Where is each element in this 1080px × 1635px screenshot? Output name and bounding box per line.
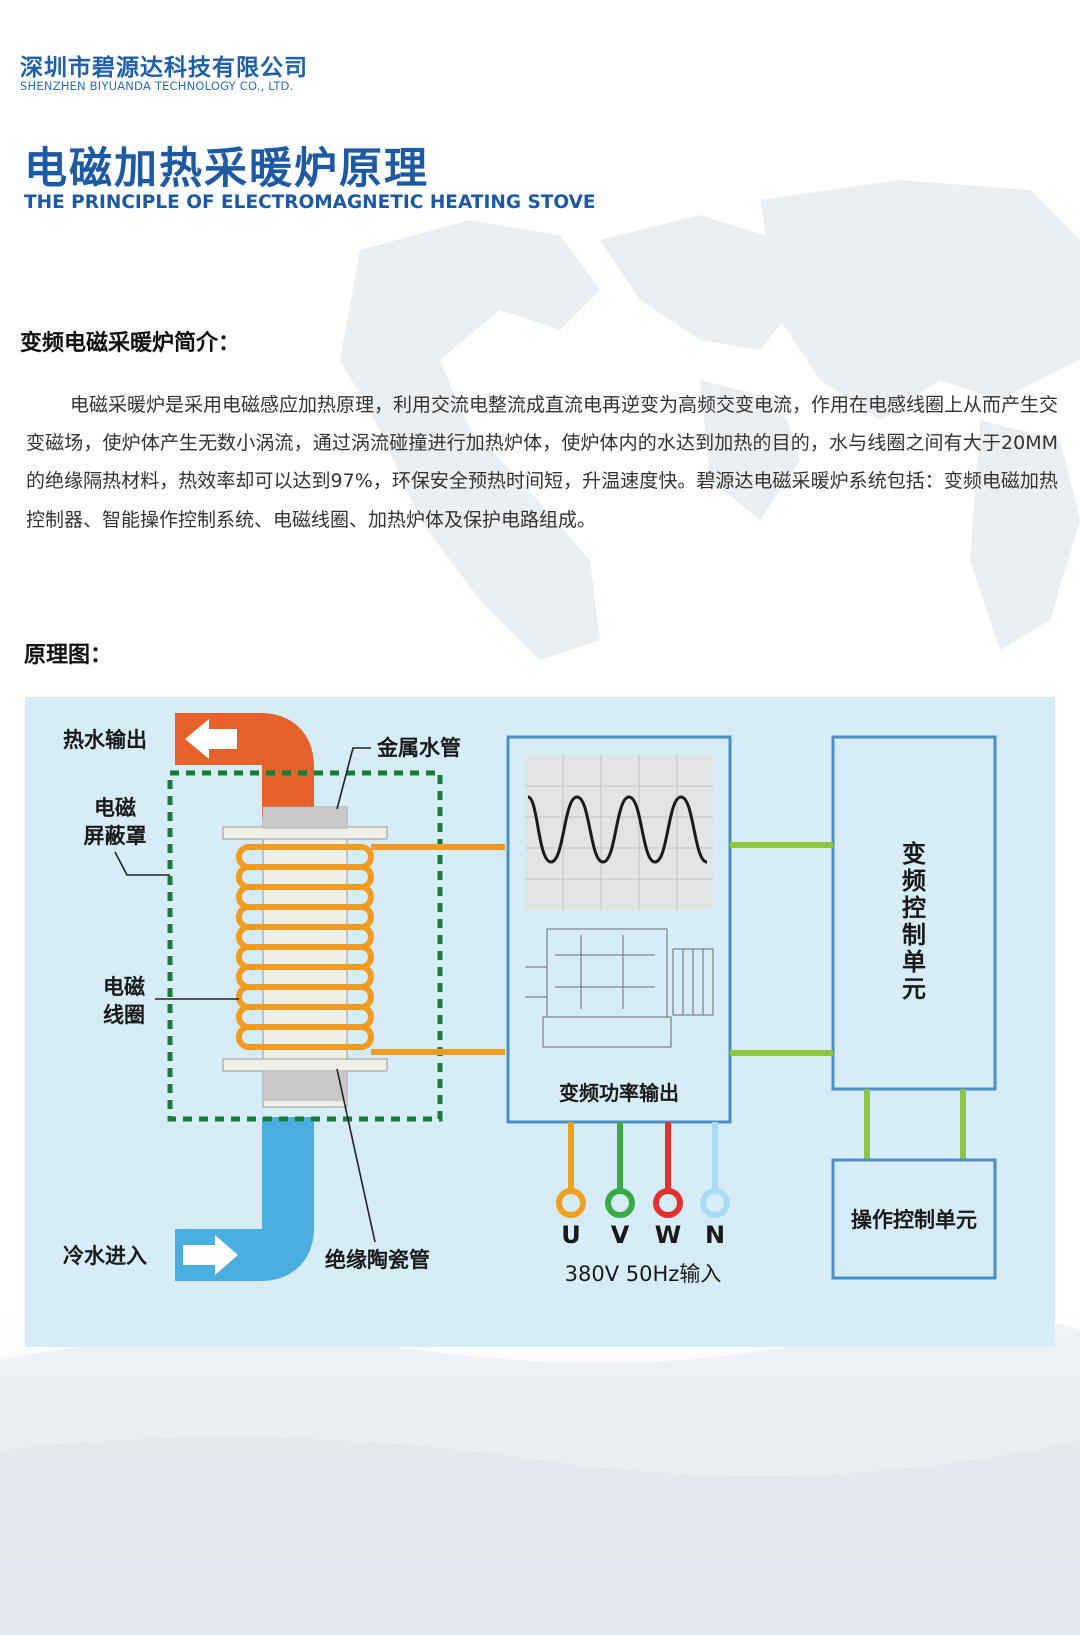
bottom-flange (222, 1058, 388, 1072)
diagram-heading: 原理图： (24, 643, 113, 668)
terminal-v (605, 1122, 635, 1218)
page-title-cn: 电磁加热采暖炉原理 (24, 144, 429, 194)
ceramic-tube (262, 806, 348, 1108)
svg-text:单: 单 (902, 948, 926, 976)
coil-label-line2: 线圈 (103, 1003, 145, 1027)
hot-water-pipe (175, 713, 314, 817)
cold-water-arrow-icon (183, 1235, 238, 1275)
sine-wave (527, 795, 708, 864)
svg-text:频: 频 (902, 867, 926, 895)
operation-control-label: 操作控制单元 (851, 1208, 977, 1232)
intro-heading: 变频电磁采暖炉简介： (20, 331, 241, 356)
phase-v-label: V (611, 1221, 630, 1249)
cold-water-in-label: 冷水进入 (63, 1244, 147, 1268)
metal-pipe-leader (336, 747, 371, 810)
oscilloscope-screen (525, 755, 713, 910)
svg-text:控: 控 (902, 894, 926, 922)
power-input-label: 380V 50Hz输入 (565, 1262, 722, 1286)
phase-n-label: N (705, 1221, 725, 1249)
terminal-n (700, 1122, 730, 1218)
ceramic-leader (336, 1068, 376, 1243)
vf-control-box (831, 735, 997, 1091)
metal-pipe-bottom (263, 1071, 347, 1101)
terminal-u (556, 1122, 586, 1218)
shield-leader (114, 851, 170, 876)
em-shield (167, 770, 443, 1122)
svg-text:变: 变 (902, 840, 926, 868)
cold-water-pipe (175, 1117, 314, 1281)
vf-control-label: 变 频 控 制 单 元 (902, 840, 926, 1003)
phase-w-label: W (655, 1221, 681, 1249)
page-title-en: THE PRINCIPLE OF ELECTROMAGNETIC HEATING… (24, 192, 596, 213)
svg-text:制: 制 (902, 921, 926, 949)
hot-water-arrow-icon (185, 719, 237, 759)
intro-paragraph: 电磁采暖炉是采用电磁感应加热原理，利用交流电整流成直流电再逆变为高频交变电流，作… (26, 394, 1059, 531)
principle-diagram: 变频功率输出 变 频 控 制 单 元 操作控制单元 U V W N 380V 5… (25, 697, 1055, 1347)
circuit-schematic (525, 928, 714, 1048)
company-name-en: SHENZHEN BIYUANDA TECHNOLOGY CO., LTD. (20, 79, 294, 93)
power-output-label: 变频功率输出 (559, 1081, 679, 1105)
phase-u-label: U (561, 1221, 581, 1249)
coil-label-line1: 电磁 (103, 975, 145, 999)
shield-label-line2: 屏蔽罩 (84, 824, 147, 848)
operation-control-box (831, 1158, 997, 1280)
terminal-w (653, 1122, 683, 1218)
ceramic-tube-label: 绝缘陶瓷管 (325, 1248, 430, 1272)
company-name-cn: 深圳市碧源达科技有限公司 (20, 55, 308, 81)
svg-text:元: 元 (902, 975, 926, 1003)
metal-pipe-label: 金属水管 (376, 736, 461, 760)
shield-label-line1: 电磁 (94, 796, 136, 820)
metal-pipe-top (263, 807, 347, 829)
em-coil (236, 844, 374, 1050)
hot-water-out-label: 热水输出 (63, 728, 147, 752)
